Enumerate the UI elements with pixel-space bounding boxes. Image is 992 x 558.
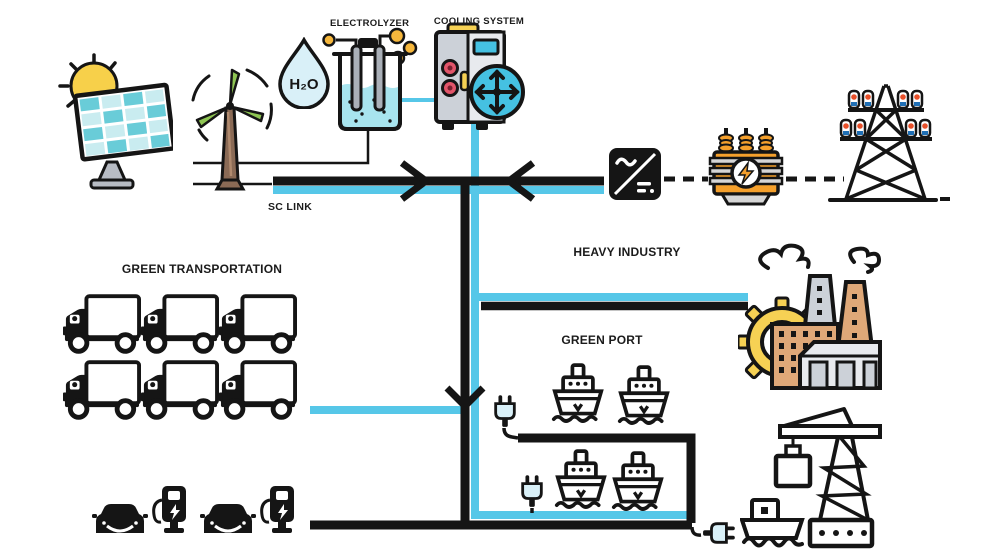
truck-icon <box>63 294 141 355</box>
chimney <box>835 280 875 350</box>
label-green-port: GREEN PORT <box>561 333 643 347</box>
water-droplet-icon: H₂O <box>278 37 330 109</box>
ship-icon <box>554 449 607 509</box>
power-converter-icon <box>609 148 661 200</box>
factory-icon <box>738 243 882 390</box>
display-screen <box>472 38 500 56</box>
ev-charger-icon <box>260 484 296 534</box>
solar-panel-icon <box>58 53 173 190</box>
insulators <box>839 89 932 139</box>
lightning-bolt-icon <box>737 160 755 185</box>
cooling-system-icon <box>434 22 525 130</box>
ship-icon <box>611 451 664 511</box>
label-green-transportation: GREEN TRANSPORTATION <box>121 262 283 276</box>
smoke <box>758 243 882 274</box>
truck-icon <box>63 360 141 421</box>
label-cooling-system: COOLING SYSTEM <box>433 16 525 27</box>
wind-turbine-icon <box>191 68 273 191</box>
truck-icon <box>141 294 219 355</box>
car-icon <box>92 502 148 535</box>
ship-icon <box>617 365 670 425</box>
arrow-right-icon <box>399 160 432 202</box>
electrolyzer-icon <box>322 27 418 131</box>
arrow-down-icon <box>444 385 486 411</box>
hydrogen-line-vertical <box>471 118 688 519</box>
plug-icon <box>494 395 516 429</box>
label-sc-link: SC LINK <box>268 201 313 213</box>
plug-cable <box>690 526 702 537</box>
renewables-electrolyzer-line <box>193 130 370 165</box>
label-electrolyzer: ELECTROLYZER <box>330 18 410 29</box>
label-heavy-industry: HEAVY INDUSTRY <box>573 245 681 259</box>
truck-icon <box>141 360 219 421</box>
plug-cable <box>502 427 519 440</box>
car-icon <box>200 502 256 535</box>
crane-icon <box>773 407 882 549</box>
truck-icon <box>219 360 297 421</box>
plug-icon <box>701 522 735 544</box>
h2o-label: H₂O <box>289 76 318 93</box>
ship-icon <box>551 363 604 423</box>
transformer-icon <box>708 128 784 206</box>
boat-icon <box>740 498 805 548</box>
plug-icon <box>521 475 543 509</box>
ev-charger-icon <box>152 484 188 534</box>
container <box>773 453 813 489</box>
truck-icon <box>219 294 297 355</box>
transmission-tower-icon <box>828 84 938 202</box>
arrow-left-icon <box>503 160 536 202</box>
power-line-port <box>518 433 696 523</box>
